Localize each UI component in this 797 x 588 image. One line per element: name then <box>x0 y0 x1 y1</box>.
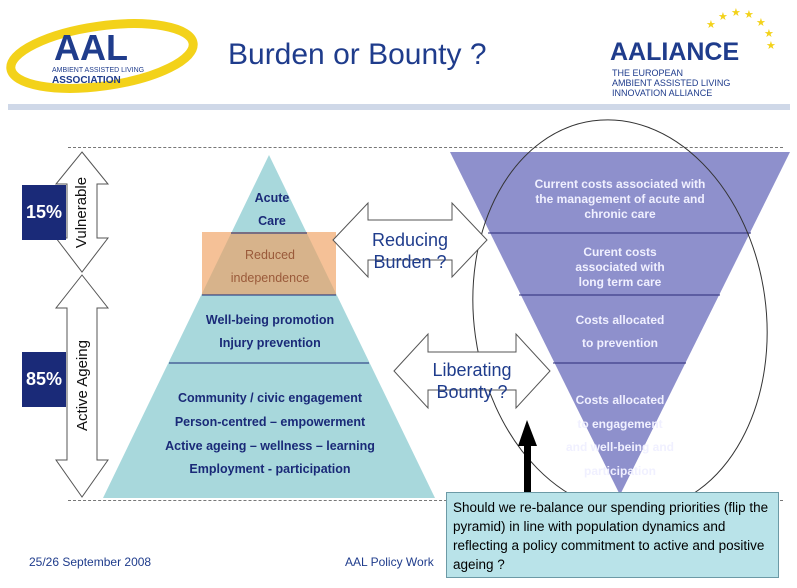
reducing-burden-double-arrow <box>332 201 488 279</box>
active-ageing-label: Active Ageing <box>73 339 91 431</box>
pyramid-tier4-line2: Person-centred – empowerment <box>174 415 366 429</box>
pyramid-tier1-line2: Care <box>258 214 286 228</box>
reducing-burden-line1: Reducing <box>371 230 449 250</box>
aal-logo-subtext-2: ASSOCIATION <box>52 75 121 86</box>
callout-pointer-shaft <box>524 444 531 492</box>
pyramid <box>103 155 435 498</box>
inverted-tier4-line1: Costs allocated <box>575 393 665 407</box>
bottom-dashed-line <box>68 500 783 501</box>
svg-text:★: ★ <box>766 39 776 52</box>
inverted-tier2-line2: associated with <box>575 260 665 274</box>
liberating-bounty-double-arrow <box>393 332 551 410</box>
active-ageing-percentage: 85% <box>22 352 66 407</box>
inverted-tier2-line3: long term care <box>578 275 662 289</box>
aaliance-logo: ★ ★ ★ ★ ★ ★ ★ AALIANCE THE EUROPEAN AMBI… <box>610 6 776 98</box>
aaliance-sub-1: THE EUROPEAN <box>612 68 683 78</box>
svg-text:★: ★ <box>744 8 754 21</box>
svg-text:★: ★ <box>706 18 716 31</box>
aal-logo-swoosh <box>6 19 198 93</box>
header-divider <box>8 104 790 110</box>
aal-logo: AAL AMBIENT ASSISTED LIVING ASSOCIATION <box>6 19 198 93</box>
reduced-independence-highlight <box>202 232 336 295</box>
pyramid-tier3-line1: Well-being promotion <box>205 313 335 327</box>
pyramid-tier2-line1: Reduced <box>244 248 296 262</box>
vulnerable-percentage: 15% <box>22 185 66 240</box>
inverted-tier4-line4: participation <box>583 464 656 478</box>
aal-logo-text: AAL <box>54 27 128 68</box>
pyramid-tier2-line2: independence <box>230 271 310 285</box>
pyramid-tier3-line2: Injury prevention <box>219 336 321 350</box>
aaliance-sub-2: AMBIENT ASSISTED LIVING <box>612 78 730 88</box>
liberating-bounty-line1: Liberating <box>432 360 512 380</box>
vulnerable-label: Vulnerable <box>73 176 91 248</box>
aaliance-logo-text: AALIANCE <box>610 38 739 66</box>
inverted-pyramid <box>450 152 790 495</box>
inverted-tier1-line2: the management of acute and <box>535 192 705 206</box>
inverted-tier3-line1: Costs allocated <box>575 313 665 327</box>
vulnerable-double-arrow <box>54 151 110 273</box>
pyramid-tier4-line1: Community / civic engagement <box>177 391 363 405</box>
pyramid-tier4-line4: Employment - participation <box>189 462 351 476</box>
inverted-tier3-line2: to prevention <box>581 336 658 350</box>
inverted-tier1-line3: chronic care <box>584 207 656 221</box>
inverted-tier4-line3: and well-being and <box>565 440 674 454</box>
callout-box: Should we re-balance our spending priori… <box>446 492 779 578</box>
inverted-tier1-line1: Current costs associated with <box>534 177 706 191</box>
aaliance-sub-3: INNOVATION ALLIANCE <box>612 88 712 98</box>
footer-date: 25/26 September 2008 <box>29 555 152 569</box>
footer-event: AAL Policy Work <box>345 555 434 569</box>
top-dashed-line <box>68 147 783 148</box>
callout-text: Should we re-balance our spending priori… <box>453 500 769 572</box>
eu-stars-icon: ★ ★ ★ ★ ★ ★ ★ <box>706 6 776 52</box>
inverted-tier2-line1: Curent costs <box>583 245 657 259</box>
reducing-burden-line2: Burden ? <box>373 252 447 272</box>
active-ageing-double-arrow <box>54 274 110 498</box>
liberating-bounty-line2: Bounty ? <box>436 382 508 402</box>
pyramid-tier1-line1: Acute <box>254 191 290 205</box>
svg-text:★: ★ <box>731 6 741 19</box>
inverted-tier4-line2: to engagement <box>577 417 663 431</box>
svg-text:★: ★ <box>718 10 728 23</box>
page-title: Burden or Bounty ? <box>228 38 487 71</box>
svg-text:★: ★ <box>756 16 766 29</box>
callout-pointer-head <box>518 420 537 446</box>
aal-logo-subtext-1: AMBIENT ASSISTED LIVING <box>52 67 144 74</box>
svg-text:★: ★ <box>764 27 774 40</box>
pyramid-tier4-line3: Active ageing – wellness – learning <box>165 439 375 453</box>
